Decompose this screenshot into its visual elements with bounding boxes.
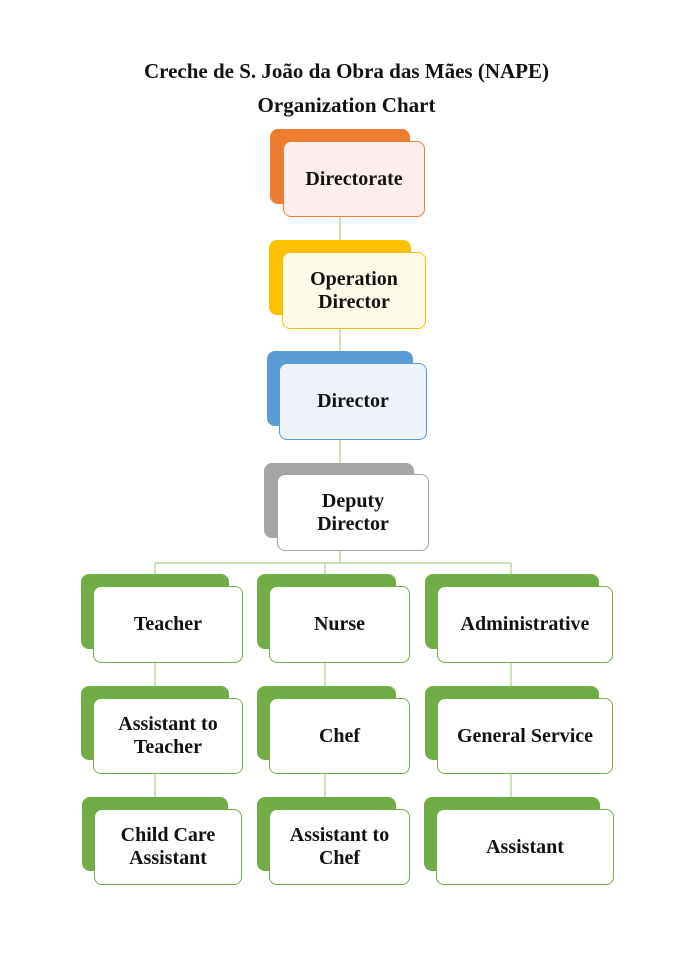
node-box: Operation Director <box>282 252 426 329</box>
node-label: Assistant to Teacher <box>118 713 218 758</box>
node-label: Directorate <box>305 167 403 190</box>
node-box: Teacher <box>93 586 243 663</box>
node-administrative[interactable]: Administrative <box>425 574 613 663</box>
node-box: Deputy Director <box>277 474 429 551</box>
node-operation-director[interactable]: Operation Director <box>269 240 426 329</box>
node-general-service[interactable]: General Service <box>425 686 613 774</box>
node-director[interactable]: Director <box>267 351 427 440</box>
node-box: Director <box>279 363 427 440</box>
node-label: Administrative <box>460 613 590 635</box>
node-assistant-to-chef[interactable]: Assistant to Chef <box>257 797 410 885</box>
chart-subtitle: Organization Chart <box>257 93 436 117</box>
node-box: Assistant to Teacher <box>93 698 243 774</box>
node-label: Teacher <box>133 613 203 635</box>
node-label: Assistant <box>486 835 564 858</box>
node-label: Operation Director <box>310 267 398 313</box>
node-chef[interactable]: Chef <box>257 686 410 774</box>
node-teacher[interactable]: Teacher <box>81 574 243 663</box>
node-box: Assistant <box>436 809 614 885</box>
node-label: Child Care Assistant <box>120 824 216 869</box>
node-box: Nurse <box>269 586 410 663</box>
node-box: Child Care Assistant <box>94 809 242 885</box>
node-child-care-assistant[interactable]: Child Care Assistant <box>82 797 242 885</box>
node-label: Nurse <box>313 613 366 635</box>
node-assistant-to-teacher[interactable]: Assistant to Teacher <box>81 686 243 774</box>
chart-title: Creche de S. João da Obra das Mães (NAPE… <box>143 59 549 83</box>
node-box: Administrative <box>437 586 613 663</box>
node-assistant[interactable]: Assistant <box>424 797 614 885</box>
node-box: General Service <box>437 698 613 774</box>
node-label: Chef <box>318 724 361 747</box>
node-deputy-director[interactable]: Deputy Director <box>264 463 429 551</box>
node-label: Director <box>317 390 389 412</box>
node-label: Assistant to Chef <box>289 824 390 869</box>
node-box: Assistant to Chef <box>269 809 410 885</box>
node-label: Deputy Director <box>317 489 389 535</box>
node-directorate[interactable]: Directorate <box>270 129 425 217</box>
node-nurse[interactable]: Nurse <box>257 574 410 663</box>
node-label: General Service <box>456 724 594 747</box>
node-box: Directorate <box>283 141 425 217</box>
node-box: Chef <box>269 698 410 774</box>
